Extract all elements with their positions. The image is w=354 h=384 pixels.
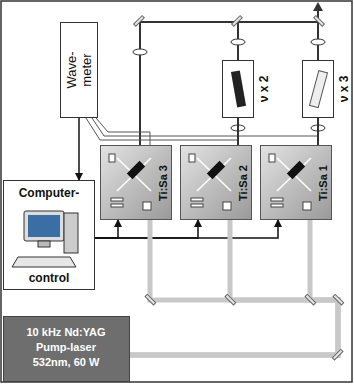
node-label: 10 kHz Nd:YAG Pump-laser 532nm, 60 W	[18, 325, 114, 370]
computer-box: Computer-control	[3, 180, 95, 290]
node-label: ν x 3	[337, 76, 351, 103]
output-arrow	[313, 2, 323, 11]
node-label: Ti:Sa 3	[157, 165, 169, 201]
node-label: control	[4, 271, 94, 285]
lens	[133, 39, 325, 131]
control-arrow	[95, 220, 278, 238]
node-label: Ti:Sa 2	[237, 165, 249, 201]
control-arrow	[78, 118, 80, 180]
tisa-laser-box: Ti:Sa 3	[100, 145, 172, 220]
pump-laser-box: 10 kHz Nd:YAG Pump-laser 532nm, 60 W	[3, 316, 130, 382]
tisa-laser-box: Ti:Sa 1	[260, 145, 332, 220]
component-drawing	[303, 61, 335, 119]
component-drawing	[223, 61, 255, 119]
pump-beam	[130, 220, 338, 355]
pump-beam	[130, 220, 338, 355]
mirror	[134, 16, 344, 360]
wavemeter-box: Wave- meter	[60, 22, 98, 118]
control-arrow	[95, 220, 118, 238]
control-arrow	[95, 220, 198, 238]
output-beams	[140, 8, 318, 145]
laser-beam	[317, 118, 319, 145]
node-label: ν x 2	[257, 76, 271, 103]
node-label: Ti:Sa 1	[317, 165, 329, 201]
node-label: Computer-	[4, 186, 94, 200]
wavemeter-feed	[86, 118, 318, 145]
tisa-laser-box: Ti:Sa 2	[180, 145, 252, 220]
crystal-box: ν x 2	[222, 60, 254, 118]
laser-beam	[237, 118, 239, 145]
crystal-box: ν x 3	[302, 60, 334, 118]
pump-beam	[130, 220, 338, 355]
node-label: Wave- meter	[64, 45, 94, 95]
